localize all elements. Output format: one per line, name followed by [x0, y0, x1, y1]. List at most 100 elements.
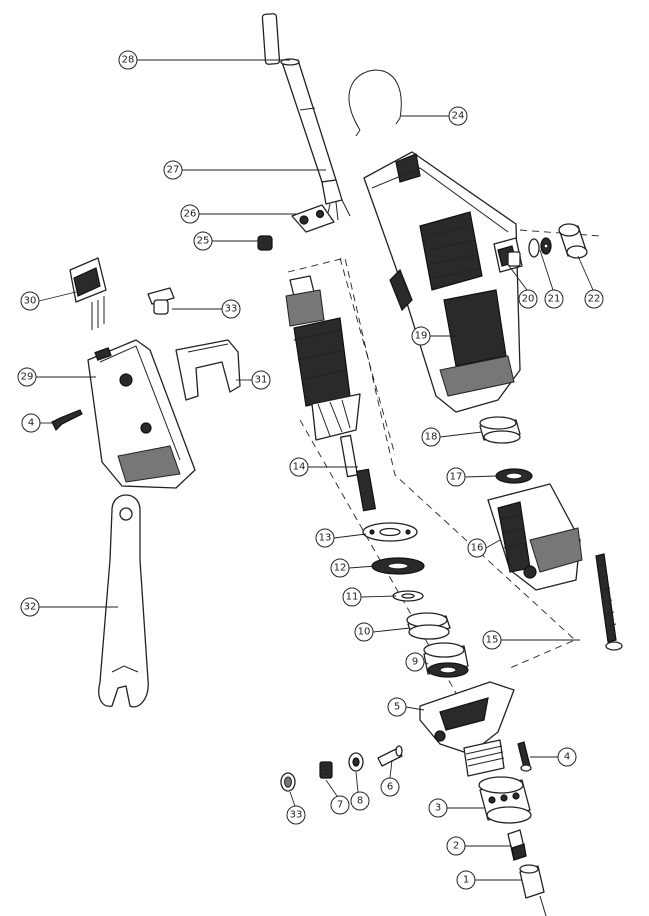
callout-10-label: 10 — [358, 627, 371, 638]
callout-24-label: 25 — [197, 236, 210, 247]
callout-20: 20 — [518, 289, 538, 309]
callout-26-label: 27 — [167, 165, 180, 176]
callout-28: 29 — [17, 367, 37, 387]
callout-21-label: 21 — [548, 294, 561, 305]
callout-1: 1 — [456, 870, 476, 890]
callout-32-label: 33 — [225, 304, 238, 315]
callout-23-label: 24 — [452, 111, 465, 122]
part-33-cap — [280, 772, 296, 792]
callout-24: 25 — [193, 231, 213, 251]
callout-4-right: 4 — [557, 747, 577, 767]
callout-9: 9 — [405, 652, 425, 672]
callout-3: 3 — [428, 798, 448, 818]
callout-33: 33 — [286, 805, 306, 825]
callout-22: 22 — [584, 289, 604, 309]
part-20-motor-cap — [493, 237, 523, 273]
part-32-cap — [147, 287, 175, 315]
part-9-bearing — [423, 642, 469, 678]
leader-lines — [36, 59, 594, 881]
part-8-bushing — [348, 752, 364, 772]
part-22-end-sleeve — [558, 223, 588, 259]
part-13-washer — [362, 522, 418, 542]
callout-31-label: 32 — [24, 602, 37, 613]
callout-4-left: 4 — [21, 413, 41, 433]
part-5-nose-housing — [419, 681, 515, 777]
callout-10: 10 — [354, 622, 374, 642]
part-6-pin — [377, 745, 403, 767]
callout-17: 17 — [446, 467, 466, 487]
part-29-switch — [69, 257, 107, 330]
callout-25: 26 — [180, 204, 200, 224]
callout-29: 30 — [20, 291, 40, 311]
part-4-screw-right — [517, 741, 532, 772]
part-27-extension-tube — [261, 13, 337, 183]
callout-14-label: 14 — [293, 462, 306, 473]
callout-8-label: 8 — [357, 796, 363, 807]
callout-26: 27 — [163, 160, 183, 180]
callout-11-label: 11 — [346, 592, 359, 603]
part-4-screw-left — [51, 409, 83, 432]
part-21-ring — [528, 237, 552, 258]
callout-7-label: 7 — [337, 800, 343, 811]
callout-12-label: 12 — [334, 563, 347, 574]
callout-28-label: 29 — [21, 372, 34, 383]
part-2-collet — [507, 829, 527, 861]
part-16-stator — [487, 483, 583, 591]
part-14-armature — [285, 275, 377, 512]
part-26-tube-fork — [321, 179, 351, 223]
callout-18-label: 18 — [425, 432, 438, 443]
part-1-sleeve — [519, 864, 547, 916]
callout-33-label: 33 — [290, 810, 303, 821]
callout-30-label: 31 — [255, 375, 268, 386]
callout-9-label: 9 — [412, 657, 418, 668]
part-30-bracket — [175, 339, 241, 401]
callout-2: 2 — [446, 836, 466, 856]
callout-17-label: 17 — [450, 472, 463, 483]
callout-2-label: 2 — [453, 841, 459, 852]
callout-27: 28 — [118, 50, 138, 70]
callout-7: 7 — [330, 795, 350, 815]
part-3-collet-nut — [478, 776, 532, 824]
callout-4-right-label: 4 — [564, 752, 570, 763]
callout-8: 8 — [350, 791, 370, 811]
part-15-long-screw — [595, 553, 623, 651]
part-10-spacer-ring — [406, 612, 451, 640]
callout-6-label: 6 — [387, 782, 393, 793]
callout-15: 15 — [482, 630, 502, 650]
callout-21: 21 — [544, 289, 564, 309]
part-28-handle-housing — [87, 339, 196, 489]
callout-3-label: 3 — [435, 803, 441, 814]
callout-1-label: 1 — [463, 875, 469, 886]
part-25-bracket — [291, 204, 335, 233]
part-24-screw — [257, 235, 273, 251]
callout-5-label: 5 — [394, 702, 400, 713]
part-12-washer — [371, 557, 425, 575]
callout-16: 16 — [467, 538, 487, 558]
callout-12: 12 — [330, 558, 350, 578]
callout-23: 24 — [448, 106, 468, 126]
part-31-spanner — [98, 494, 149, 708]
callout-5: 5 — [387, 697, 407, 717]
callout-29-label: 30 — [24, 296, 37, 307]
callout-4-left-label: 4 — [28, 418, 34, 429]
part-7-spring — [319, 761, 333, 779]
callout-19: 19 — [411, 326, 431, 346]
callout-16-label: 16 — [471, 543, 484, 554]
callout-19-label: 19 — [415, 331, 428, 342]
callout-22-label: 22 — [588, 294, 601, 305]
callout-25-label: 26 — [184, 209, 197, 220]
part-17-bearing — [495, 468, 533, 484]
callout-15-label: 15 — [486, 635, 499, 646]
callout-27-label: 28 — [122, 55, 135, 66]
callout-13-label: 13 — [319, 533, 332, 544]
callout-20-label: 20 — [522, 294, 535, 305]
callout-31: 32 — [20, 597, 40, 617]
callout-14: 14 — [289, 457, 309, 477]
callout-13: 13 — [315, 528, 335, 548]
callout-18: 18 — [421, 427, 441, 447]
callout-32: 33 — [221, 299, 241, 319]
part-18-ring — [479, 416, 521, 444]
part-19-motor-housing — [363, 151, 521, 413]
callout-30: 31 — [251, 370, 271, 390]
